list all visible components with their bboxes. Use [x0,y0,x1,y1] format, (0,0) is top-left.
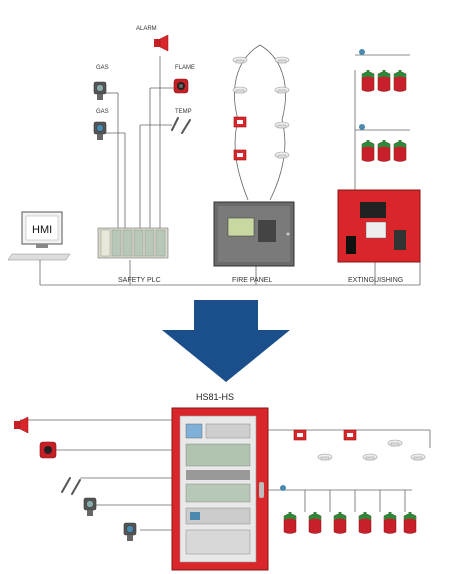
temp-sensor-icon [171,117,191,134]
temp-sensor-icon [61,477,81,495]
down-arrow-icon [162,300,290,382]
hs81-cabinet-icon [171,407,269,571]
fire-panel-icon [213,201,295,267]
plc-rack-icon [97,227,169,259]
safety-plc-label: SAFETY PLC [118,277,161,284]
flame-detector-icon [173,78,189,94]
valve-icon [280,485,286,491]
gas-detector-icon [93,81,107,101]
extinguishing-panel-icon [337,189,421,263]
manual-call-point-icon [293,429,357,441]
extinguisher-cylinder-icon [283,511,417,534]
alarm-horn-icon [13,416,29,434]
fire-panel-label: FIRE PANEL [232,277,272,284]
extinguisher-cylinder-icon [361,69,407,162]
alarm-horn-icon [153,34,169,52]
hmi-monitor-icon [7,211,71,261]
gas-label-2: GAS [96,109,109,115]
top-wiring [39,44,421,286]
gas-detector-icon [93,121,107,140]
flame-label: FLAME [175,65,195,71]
smoke-detector-icon [232,56,290,159]
system-name-label: HS81-HS [196,392,234,402]
gas-label-1: GAS [96,65,109,71]
flame-detector-icon [39,441,57,459]
gas-detector-icon [123,522,137,541]
valve-icon [359,49,365,130]
smoke-detector-icon [317,439,426,461]
temp-label: TEMP [175,109,192,115]
hmi-label: HMI [32,224,52,236]
alarm-label: ALARM [136,26,157,32]
gas-detector-icon [83,497,97,517]
manual-call-point-icon [233,116,247,161]
extinguishing-label: EXTINGUISHING [348,277,403,284]
